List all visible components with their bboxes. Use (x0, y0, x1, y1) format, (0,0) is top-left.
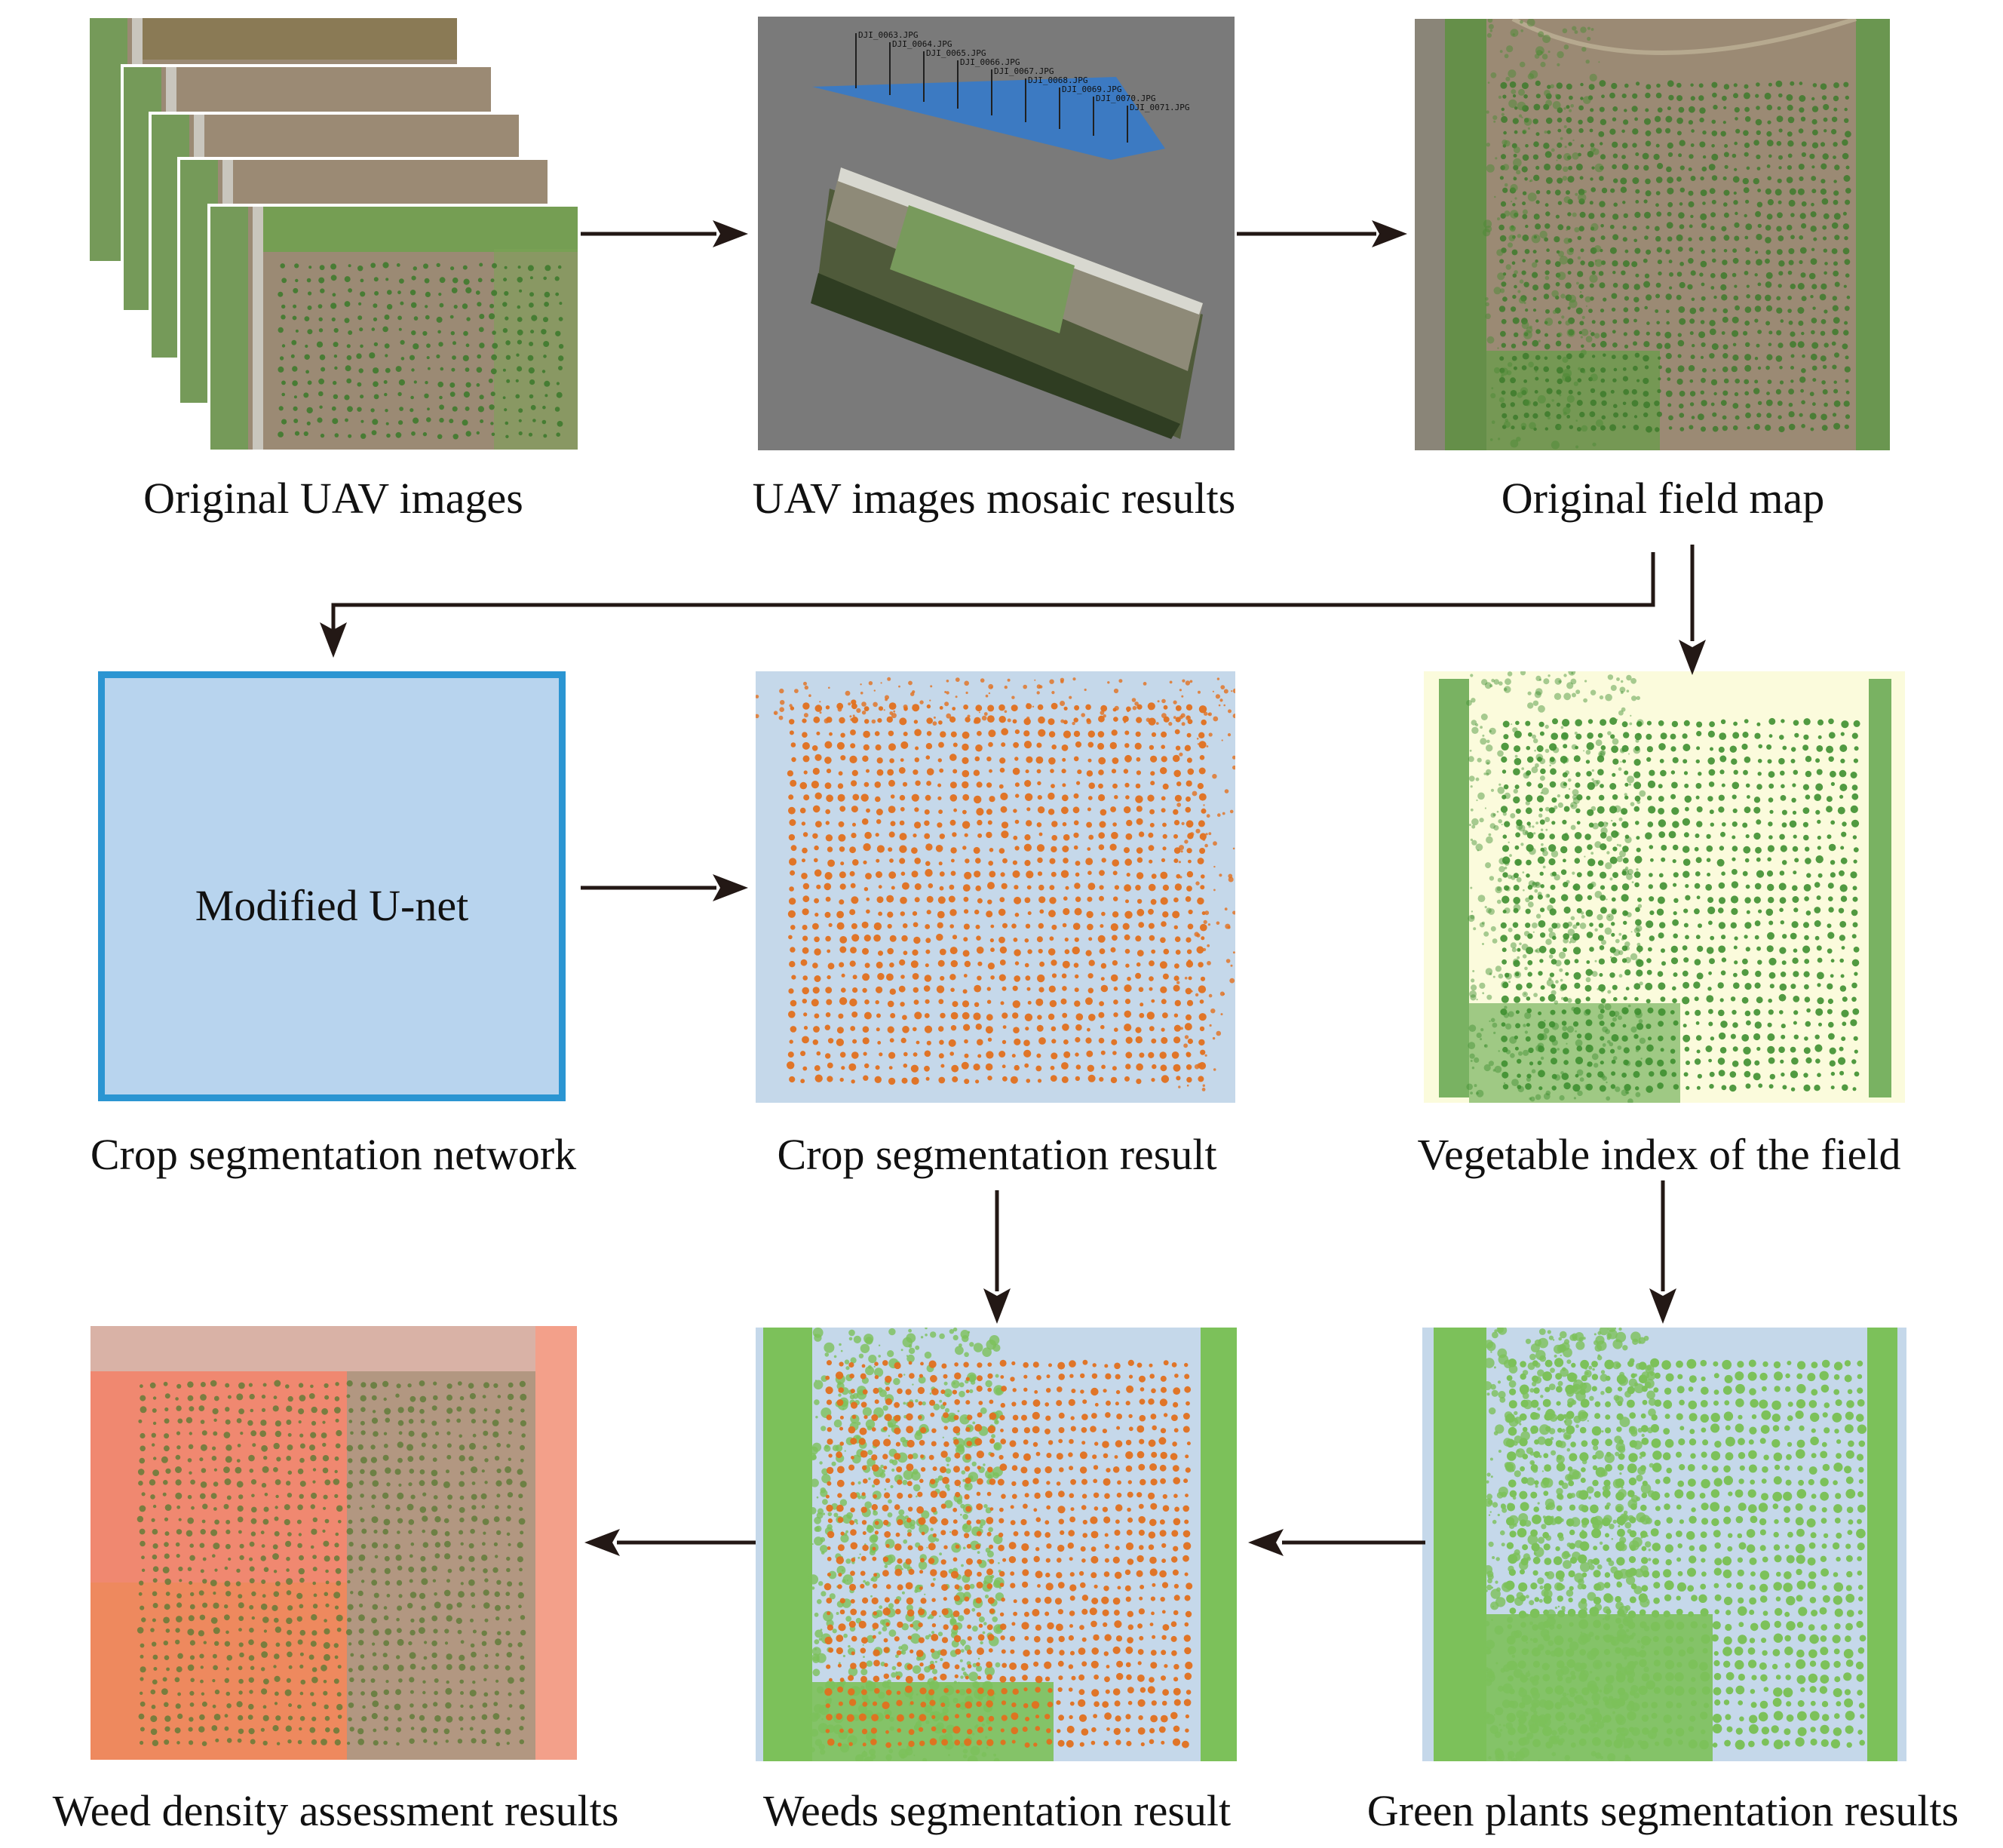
caption-crop-segmentation-result: Crop segmentation result (777, 1130, 1217, 1179)
uav-frame (207, 204, 581, 453)
caption-crop-segmentation-network: Crop segmentation network (90, 1130, 577, 1179)
crop-segmentation-panel (756, 671, 1235, 1103)
caption-weeds-segmentation: Weeds segmentation result (762, 1786, 1232, 1835)
camera-strip (812, 77, 1165, 160)
green-plants-graphic (1434, 1328, 1897, 1761)
crop-segmentation-graphic (756, 677, 1235, 1091)
original-uav-images-stack (87, 15, 581, 453)
mosaic-image-label: DJI_0065.JPG (926, 48, 986, 58)
arrow-green-to-weeds (1248, 1529, 1425, 1556)
arrow-uav-to-mosaic (581, 220, 748, 247)
arrow-mosaic-to-fieldmap (1237, 220, 1407, 247)
caption-green-plants: Green plants segmentation results (1367, 1786, 1959, 1835)
network-label: Modified U-net (195, 881, 469, 930)
arrow-unet-to-crop (581, 874, 748, 901)
caption-original-uav-images: Original UAV images (143, 474, 523, 523)
weeds-segmentation-panel (756, 1328, 1237, 1761)
weed-density-panel (90, 1326, 577, 1760)
vegetable-index-graphic (1439, 671, 1891, 1103)
arrow-index-to-green (1649, 1180, 1676, 1324)
arrow-weeds-to-density (584, 1529, 756, 1556)
weeds-segmentation-graphic (763, 1328, 1237, 1761)
caption-uav-mosaic-results: UAV images mosaic results (752, 474, 1236, 523)
mosaic-image-label: DJI_0066.JPG (960, 57, 1020, 67)
modified-unet-block: Modified U-net (98, 671, 566, 1101)
mosaic-image-label: DJI_0064.JPG (892, 39, 952, 49)
arrow-fieldmap-to-unet (320, 552, 1655, 658)
mosaic-image-label: DJI_0069.JPG (1062, 84, 1121, 94)
mosaic-image-label: DJI_0070.JPG (1096, 94, 1155, 103)
mosaic-image-label: DJI_0063.JPG (858, 30, 918, 40)
caption-weed-density: Weed density assessment results (52, 1786, 619, 1835)
mosaic-image-label: DJI_0071.JPG (1130, 103, 1189, 112)
arrow-crop-to-weeds (983, 1190, 1011, 1324)
mosaic-field-block (811, 167, 1203, 439)
weed-density-graphic (90, 1326, 577, 1760)
mosaic-image-label: DJI_0068.JPG (1028, 75, 1087, 85)
arrow-fieldmap-to-index (1679, 545, 1706, 675)
vegetable-index-panel (1424, 671, 1905, 1103)
caption-original-field-map: Original field map (1501, 474, 1825, 523)
original-field-map-panel (1415, 19, 1890, 450)
mosaic-image-label: DJI_0067.JPG (994, 66, 1054, 76)
green-plants-panel (1422, 1328, 1906, 1761)
mosaic-graphic: DJI_0063.JPGDJI_0064.JPGDJI_0065.JPGDJI_… (811, 30, 1203, 439)
field-map-graphic (1415, 19, 1890, 450)
uav-image-stack-graphic (87, 15, 581, 453)
caption-vegetable-index: Vegetable index of the field (1417, 1130, 1901, 1179)
